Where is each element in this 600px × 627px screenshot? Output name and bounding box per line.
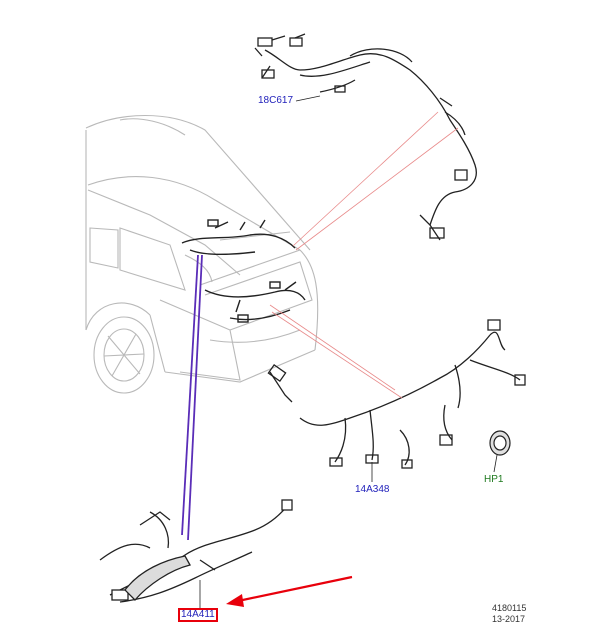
label-leaders xyxy=(199,95,498,608)
tailgate-harness xyxy=(181,219,306,323)
label-14a411: 14A411 xyxy=(178,608,218,622)
grommet-hp1 xyxy=(489,430,511,456)
highlight-arrow xyxy=(226,575,353,607)
reference-date: 13-2017 xyxy=(492,614,526,624)
leader-line-14a411 xyxy=(181,254,203,541)
vehicle-outline xyxy=(85,114,319,394)
reference-code: 4180115 xyxy=(492,603,527,613)
label-hp1: HP1 xyxy=(484,474,504,485)
label-14a348: 14A348 xyxy=(355,484,390,495)
callout-lines xyxy=(269,111,459,399)
label-18c617: 18C617 xyxy=(258,95,294,106)
harness-14a348 xyxy=(267,319,526,469)
harness-18c617 xyxy=(254,33,477,241)
harness-14a411 xyxy=(99,499,293,603)
